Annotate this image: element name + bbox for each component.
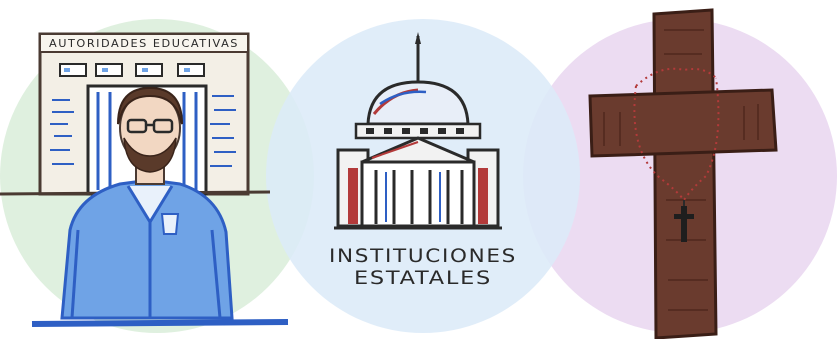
rosary-icon xyxy=(633,67,720,242)
caption-line-1: INSTITUCIONES xyxy=(329,245,517,267)
sign-text: AUTORIDADES EDUCATIVAS xyxy=(49,37,239,50)
teacher-figure-icon xyxy=(31,86,289,327)
capitol-dome-icon xyxy=(334,32,502,230)
cross-icon xyxy=(588,8,778,339)
caption-line-2: ESTATALES xyxy=(354,267,492,289)
